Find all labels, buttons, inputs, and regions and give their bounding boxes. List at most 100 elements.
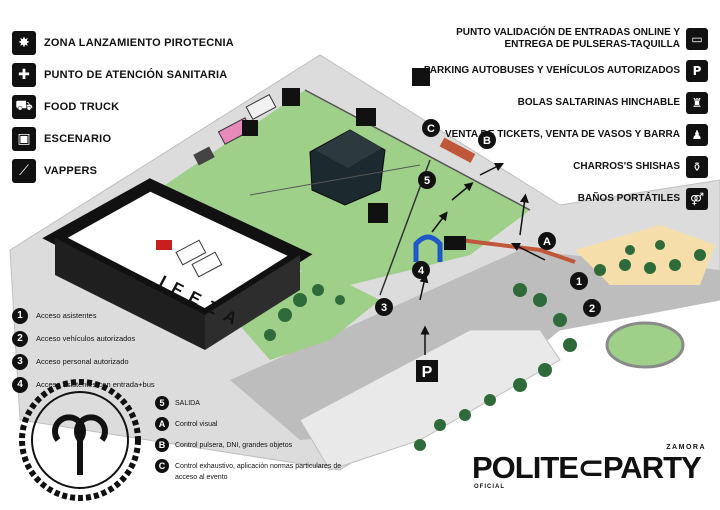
service-legend-item: BAÑOS PORTÁTILES ⚤ <box>408 186 708 212</box>
bouncy-castle-icon: ♜ <box>686 92 708 114</box>
facility-legend-item: ⟋ VAPPERS <box>12 156 242 186</box>
facility-legend-label: ZONA LANZAMIENTO PIROTECNIA <box>44 37 234 49</box>
parking-marker-label: P <box>422 364 433 381</box>
control-legend-label: Control exhaustivo, aplicación normas pa… <box>175 463 342 481</box>
service-legend-label: BAÑOS PORTÁTILES <box>577 193 680 204</box>
facility-legend-item: ▣ ESCENARIO <box>12 124 242 154</box>
ambulance-1 <box>175 239 207 266</box>
service-legend-label: CHARROS'S SHISHAS <box>573 161 680 172</box>
access-number-badge: 1 <box>12 307 28 324</box>
service-legend-label: PUNTO VALIDACIÓN DE ENTRADAS ONLINE Y EN… <box>456 27 680 50</box>
lower-road <box>299 329 561 471</box>
main-stage-roof <box>315 130 382 168</box>
access-legend-item: 4 Acceso asistentes con entrada+bus <box>12 373 212 396</box>
control-badge: C <box>155 459 169 473</box>
access-number-badge: 4 <box>12 376 28 393</box>
medical-point <box>156 240 172 250</box>
benches-b <box>439 137 476 163</box>
ambulance-2 <box>191 251 223 278</box>
fence-top <box>304 89 531 211</box>
shisha-icon: ⚱ <box>686 156 708 178</box>
brand-official: OFICIAL <box>474 484 505 490</box>
control-legend-item: 5 SALIDA <box>155 396 365 417</box>
stage-icon: ▣ <box>12 127 36 151</box>
service-legend-label: BOLAS SALTARINAS HINCHABLE <box>517 97 680 108</box>
control-legend-item: C Control exhaustivo, aplicación normas p… <box>155 459 365 483</box>
bouncy-icon-map <box>242 120 258 136</box>
trees <box>264 240 706 451</box>
brand-name: POLITE⊂PARTY <box>472 450 702 485</box>
brand-city: ZAMORA <box>666 444 706 451</box>
facility-legend-item: ✸ ZONA LANZAMIENTO PIROTECNIA <box>12 28 242 58</box>
stage-icon-map <box>356 108 376 126</box>
food-truck-2 <box>245 94 277 120</box>
marker-c: C <box>427 123 435 135</box>
medical-cross-icon: ✚ <box>12 63 36 87</box>
toilets-icon-map-2 <box>282 88 300 106</box>
fireworks-icon-map <box>368 203 388 223</box>
marker-2: 2 <box>589 303 595 315</box>
ticket-icon: ▭ <box>686 28 708 50</box>
access-legend-label: Acceso asistentes <box>36 311 97 320</box>
access-legend-label: Acceso vehículos autorizados <box>36 334 136 343</box>
parking-marker <box>416 360 438 382</box>
facility-legend-label: ESCENARIO <box>44 133 112 145</box>
control-badge: B <box>155 438 169 452</box>
facility-legend-label: PUNTO DE ATENCIÓN SANITARIA <box>44 69 228 81</box>
roundabout <box>605 321 685 369</box>
queue-line <box>459 238 576 264</box>
entry-arch <box>413 234 443 262</box>
control-legend-item: A Control visual <box>155 417 365 438</box>
fence-inner <box>249 164 421 196</box>
access-legend-item: 1 Acceso asistentes <box>12 304 212 327</box>
service-legend: PUNTO VALIDACIÓN DE ENTRADAS ONLINE Y EN… <box>408 26 708 218</box>
ifeza-building-wall-right <box>205 255 300 350</box>
control-legend-label: Control pulsera, DNI, grandes objetos <box>175 442 293 449</box>
access-legend-label: Acceso personal autorizado <box>36 357 129 366</box>
access-legend-item: 3 Acceso personal autorizado <box>12 350 212 373</box>
ifeza-building-wall <box>55 238 205 350</box>
brand-logo: ZAMORA POLITE⊂PARTY OFICIAL <box>472 444 708 490</box>
facility-legend-item: ✚ PUNTO DE ATENCIÓN SANITARIA <box>12 60 242 90</box>
bar-ticket-icon: ♟ <box>686 124 708 146</box>
brand-seal <box>19 379 141 501</box>
service-legend-item: PARKING AUTOBUSES Y VEHÍCULOS AUTORIZADO… <box>408 58 708 84</box>
service-legend-item: PUNTO VALIDACIÓN DE ENTRADAS ONLINE Y EN… <box>408 26 708 52</box>
access-legend-label: Acceso asistentes con entrada+bus <box>36 380 155 389</box>
vape-icon: ⟋ <box>12 159 36 183</box>
control-legend-item: B Control pulsera, DNI, grandes objetos <box>155 438 365 459</box>
marker-b: B <box>483 135 491 147</box>
control-badge: A <box>155 417 169 431</box>
ticket-icon-map <box>444 236 466 250</box>
sand-area <box>575 225 715 285</box>
facility-legend: ✸ ZONA LANZAMIENTO PIROTECNIA ✚ PUNTO DE AT… <box>12 28 242 188</box>
parking-icon: P <box>686 60 708 82</box>
service-legend-item: VENTA DE TICKETS, VENTA DE VASOS Y BARRA… <box>408 122 708 148</box>
service-legend-label: PARKING AUTOBUSES Y VEHÍCULOS AUTORIZADO… <box>423 65 680 76</box>
food-truck-icon: ⛟ <box>12 95 36 119</box>
service-legend-item: CHARROS'S SHISHAS ⚱ <box>408 154 708 180</box>
marker-1: 1 <box>576 276 582 288</box>
access-number-badge: 3 <box>12 353 28 370</box>
toilets-icon: ⚤ <box>686 188 708 210</box>
toilets-icon-map <box>412 68 430 86</box>
map-markers: 1 2 3 4 5 A B C <box>375 119 601 317</box>
facility-legend-item: ⛟ FOOD TRUCK <box>12 92 242 122</box>
control-legend-label: SALIDA <box>175 400 200 407</box>
service-legend-item: BOLAS SALTARINAS HINCHABLE ♜ <box>408 90 708 116</box>
marker-3: 3 <box>381 302 387 314</box>
control-badge: 5 <box>155 396 169 410</box>
marker-5: 5 <box>424 175 430 187</box>
facility-legend-label: FOOD TRUCK <box>44 101 120 113</box>
facility-legend-label: VAPPERS <box>44 165 98 177</box>
food-stall-3 <box>193 146 215 166</box>
fireworks-icon: ✸ <box>12 31 36 55</box>
control-legend-label: Control visual <box>175 421 218 428</box>
service-legend-label: VENTA DE TICKETS, VENTA DE VASOS Y BARRA <box>444 129 680 140</box>
marker-4: 4 <box>418 265 425 277</box>
